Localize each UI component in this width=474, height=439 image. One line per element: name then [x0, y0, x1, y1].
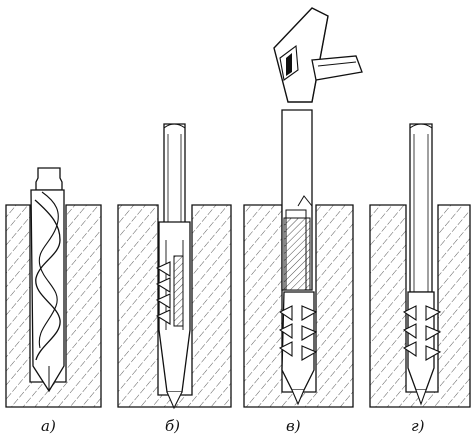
drill-bit	[30, 167, 65, 393]
caption-v: в)	[286, 417, 301, 435]
anchor-bolt-g	[402, 123, 442, 406]
caption-a: а)	[41, 417, 56, 435]
caption-g: г)	[411, 417, 425, 435]
panel-v-hammering	[243, 7, 363, 408]
panel-a-drilling	[5, 167, 102, 408]
anchor-bolt-b	[155, 123, 191, 410]
wall-block-a	[5, 204, 102, 408]
caption-b: б)	[165, 417, 181, 435]
hammer	[273, 7, 363, 103]
anchor-bolt-v	[278, 109, 318, 406]
wall-block-g	[369, 204, 471, 408]
panel-b-insertion	[117, 123, 232, 410]
panel-g-installed	[369, 123, 471, 408]
